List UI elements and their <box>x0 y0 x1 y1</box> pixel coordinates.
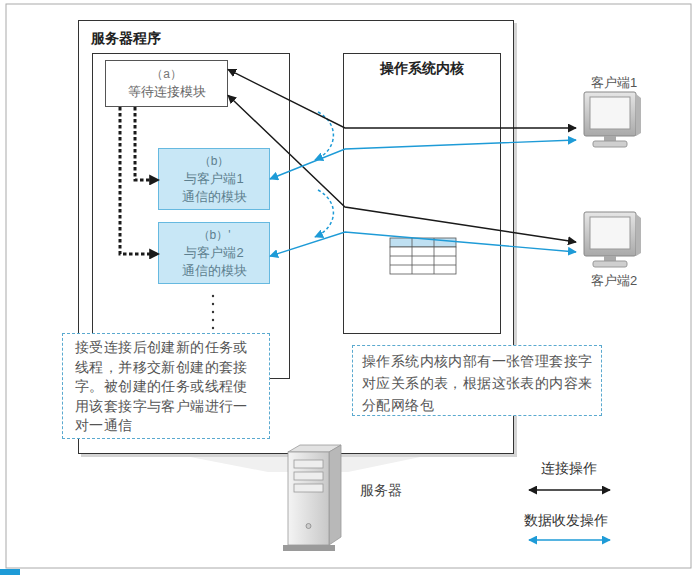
node-heading: 操作系统内核 <box>344 60 500 78</box>
table-rule <box>390 256 456 257</box>
node-heading: （a） <box>151 66 182 83</box>
drive-bay <box>294 460 323 468</box>
legend-label: 数据收发操作 <box>524 512 608 528</box>
module-box: （a）等待连接模块 <box>105 60 228 107</box>
node-heading: 接受连接后创建新的任务或线程，并移交新创建的套接字。被创建的任务或线程使用该套接… <box>75 338 253 436</box>
dot <box>212 303 214 305</box>
monitor-body <box>584 212 636 256</box>
monitor-neck <box>604 256 616 261</box>
node-heading: （b）' <box>198 227 231 244</box>
server-front <box>288 452 329 545</box>
monitor-base <box>593 261 627 267</box>
node-heading: 操作系统内核内部有一张管理套接字对应关系的表，根据这张表的内容来分配网络包 <box>362 350 596 416</box>
figure-frame <box>6 4 691 568</box>
node-heading: 服务器程序 <box>91 30 161 48</box>
monitor-base <box>593 141 627 147</box>
table-header <box>390 238 456 247</box>
power-button <box>306 524 311 529</box>
module-box: （b）与客户端1 通信的模块 <box>158 148 270 210</box>
dot <box>212 295 214 297</box>
monitor-screen <box>590 217 630 249</box>
module-box: （b）'与客户端2 通信的模块 <box>158 222 270 284</box>
client-node: 客户端2 <box>576 212 652 292</box>
connection-arrow <box>228 95 576 242</box>
node-heading: 客户端2 <box>576 272 652 290</box>
dot <box>212 327 214 329</box>
drive-bay <box>294 484 323 492</box>
monitor-neck <box>604 136 616 141</box>
kernel-box: 操作系统内核 <box>343 53 501 334</box>
monitor-icon <box>584 212 641 267</box>
node-heading: 客户端1 <box>576 74 652 92</box>
note-callout: 接受连接后创建新的任务或线程，并移交新创建的套接字。被创建的任务或线程使用该套接… <box>62 333 270 439</box>
monitor-icon <box>584 92 641 147</box>
table-body <box>390 247 456 274</box>
server-icon <box>283 445 341 551</box>
spawn-arrow <box>135 107 158 180</box>
dot <box>212 319 214 321</box>
socket-table-icon <box>390 238 456 274</box>
corner-mark <box>0 569 20 575</box>
note-callout: 操作系统内核内部有一张管理套接字对应关系的表，根据这张表的内容来分配网络包 <box>352 345 602 416</box>
connection-arrow <box>228 69 576 128</box>
dispatch-arrow <box>315 112 333 160</box>
monitor-side <box>636 214 641 256</box>
table-rule <box>434 238 435 274</box>
table-rule <box>412 238 413 274</box>
node-heading: （b） <box>199 153 230 170</box>
monitor-body <box>584 92 636 136</box>
monitor-screen <box>590 97 630 129</box>
drive-bay <box>294 472 323 480</box>
data-transfer-arrow <box>270 232 576 256</box>
server-side <box>329 445 341 545</box>
spotlight-shade <box>180 455 430 472</box>
legend-item: 连接操作 <box>541 459 597 478</box>
server-node: 服务器 <box>268 438 403 553</box>
module-group-box <box>93 54 290 379</box>
legend-sample-line <box>529 489 610 491</box>
table-rule <box>390 265 456 266</box>
server-top <box>288 445 341 452</box>
monitor-side <box>636 94 641 136</box>
node-label: 与客户端1 通信的模块 <box>178 170 250 206</box>
continuation-dots <box>212 295 214 329</box>
node-heading: 服务器 <box>360 482 402 500</box>
dispatch-arrow <box>315 190 333 237</box>
spawn-arrow <box>120 107 158 254</box>
legend-sample-line <box>529 539 610 541</box>
legend-label: 连接操作 <box>541 460 597 476</box>
node-label: 等待连接模块 <box>128 83 206 101</box>
server-base <box>283 545 335 551</box>
node-label: 与客户端2 通信的模块 <box>178 244 250 280</box>
data-transfer-arrow <box>270 140 576 179</box>
dot <box>212 311 214 313</box>
legend-item: 数据收发操作 <box>524 511 608 530</box>
client-node: 客户端1 <box>576 72 652 152</box>
